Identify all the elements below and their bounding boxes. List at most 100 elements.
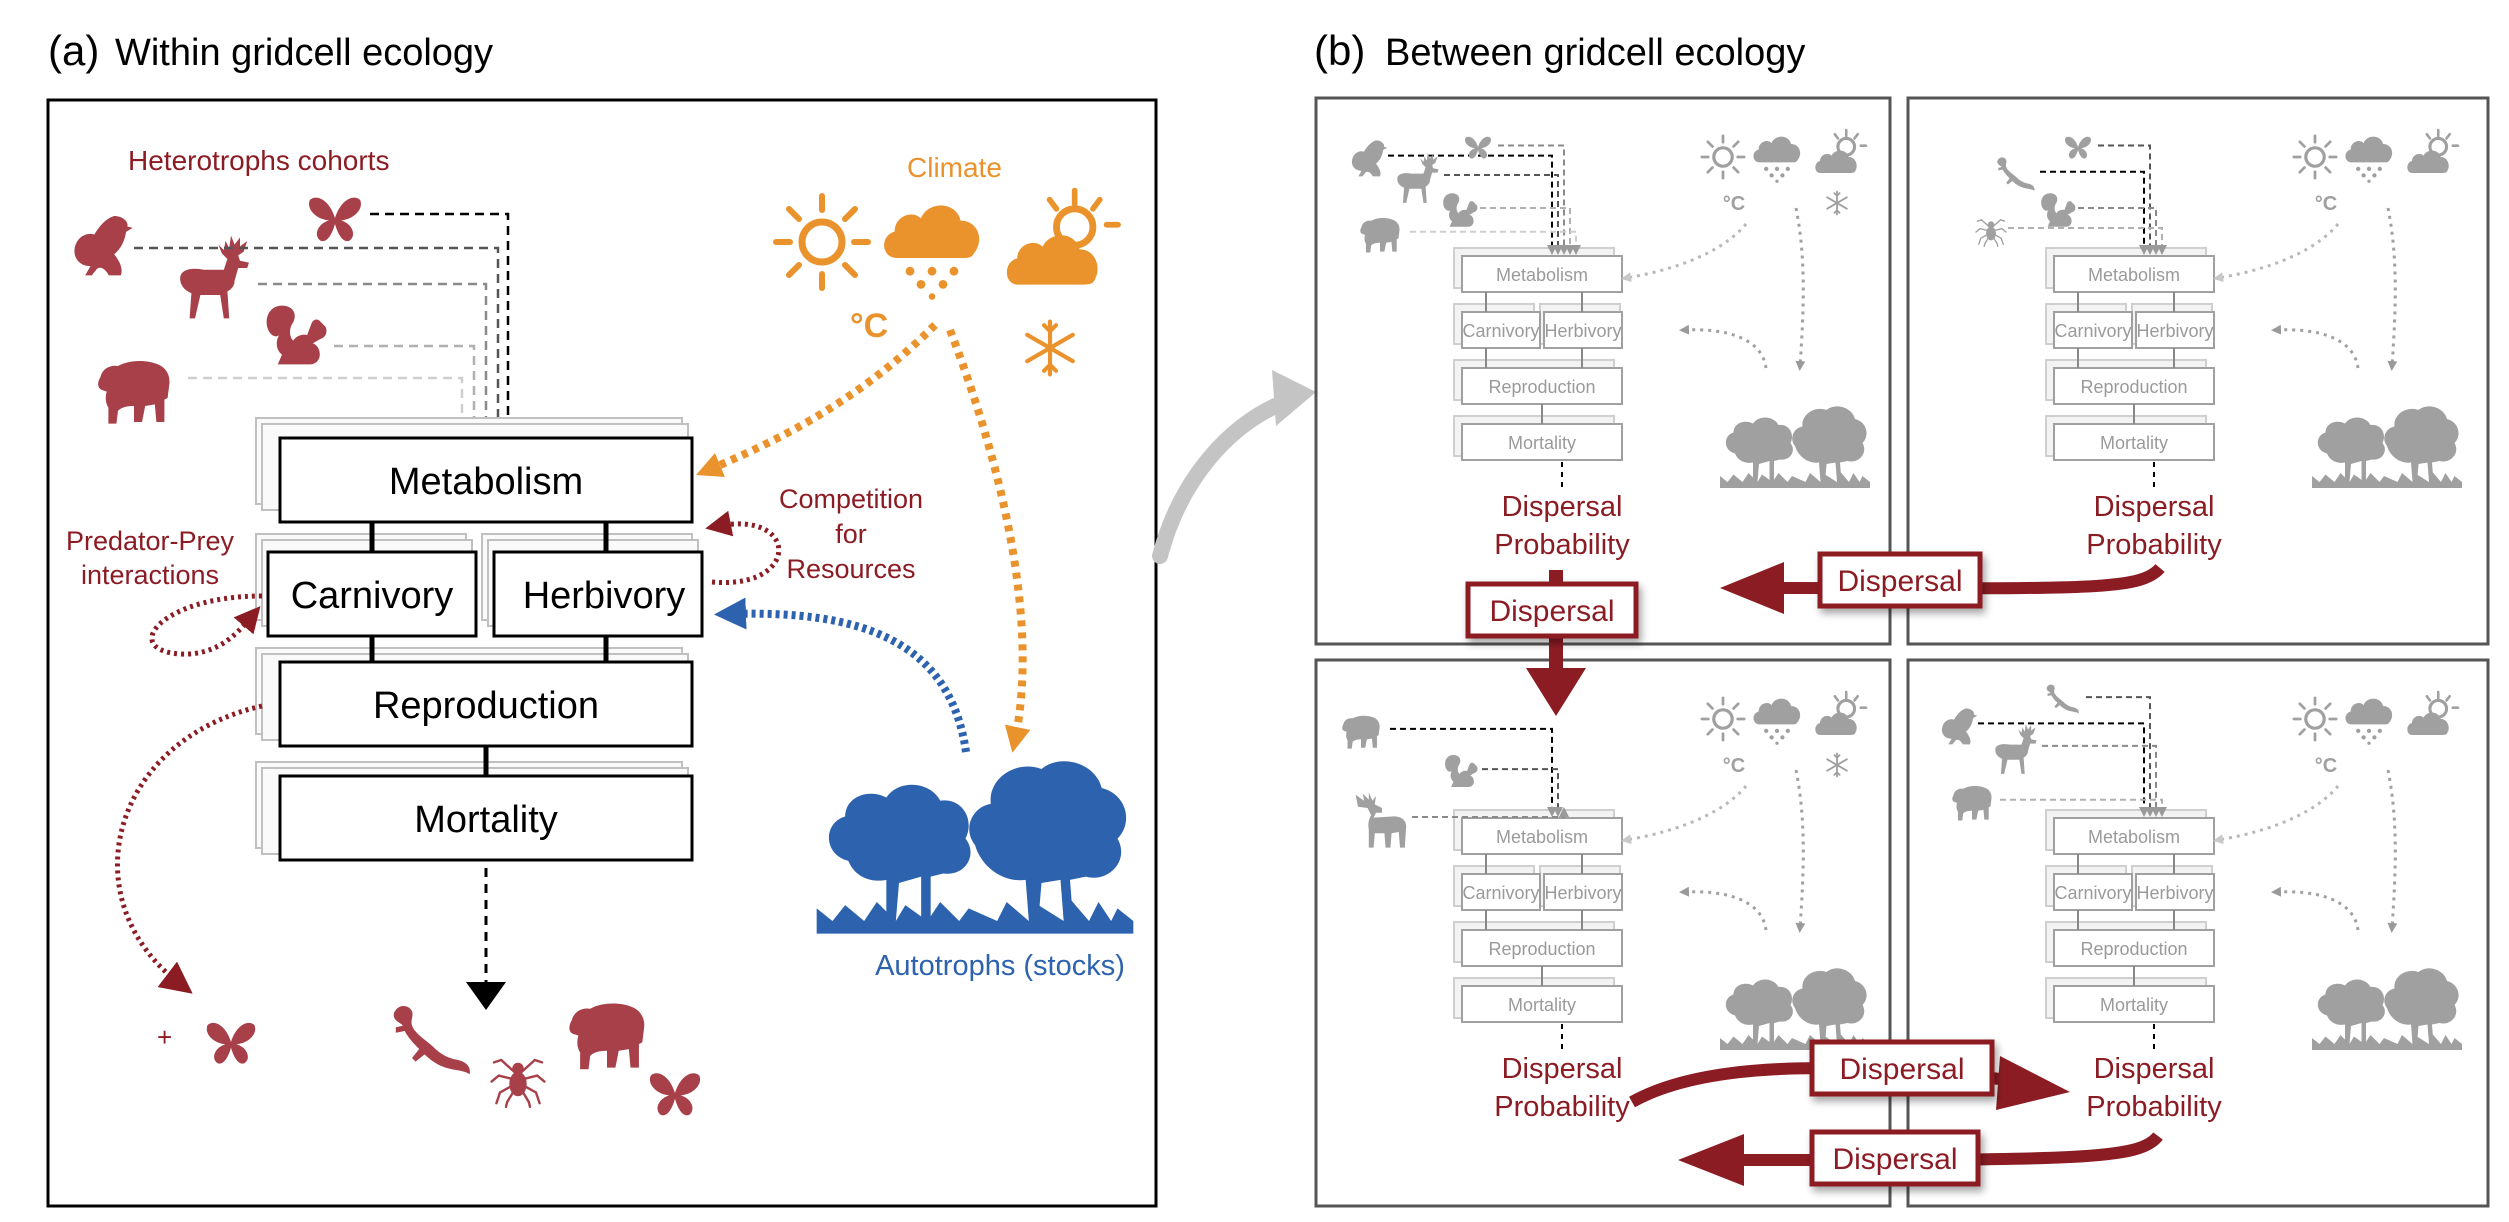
metabolism-box: Metabolism (1496, 265, 1588, 285)
celsius-label: °C (2315, 755, 2337, 777)
carnivory-box: Carnivory (1462, 321, 1539, 341)
deer-icon (1397, 153, 1439, 203)
lizard-icon (393, 1006, 470, 1075)
dispersal-probability-label-2: Probability (1494, 1091, 1630, 1123)
reproduction-box: Reproduction (1488, 939, 1595, 959)
sun-icon (776, 196, 868, 288)
gridcell-top-right (1906, 96, 2490, 646)
sun-icon (1700, 696, 1746, 742)
panel-a: (a) Within gridcell ecology Heterotrophs… (46, 27, 1158, 1208)
mortality-box: Mortality (414, 799, 558, 841)
reproduction-to-offspring-arrow (115, 703, 263, 994)
bear-icon (1952, 786, 1992, 821)
autotrophs-to-herbivory-arrow (714, 597, 970, 753)
reproduction-box: Reproduction (2080, 377, 2187, 397)
sun-icon (2292, 134, 2338, 180)
predator-prey-label-2: interactions (81, 560, 219, 590)
snowflake-icon (1027, 322, 1073, 375)
dispersal-label-box-2 (1465, 581, 1639, 639)
butterfly-icon (649, 1073, 701, 1116)
butterfly-icon (2065, 136, 2091, 159)
herbivory-box: Herbivory (1544, 883, 1621, 903)
rain-cloud-icon (2345, 698, 2393, 745)
panel-connector-arrowhead (1272, 370, 1316, 426)
deer-icon (1995, 724, 2037, 774)
heterotrophs-label: Heterotrophs cohorts (128, 145, 389, 176)
panel-b-letter: (b) (1314, 27, 1365, 74)
squirrel-icon (266, 305, 327, 365)
dispersal-probability-label-2: Probability (2086, 529, 2222, 561)
competition-label-2: for (835, 519, 867, 549)
bear-icon (1342, 715, 1380, 749)
gridcell-content-top-right (2008, 144, 2398, 488)
gridcell-content-bottom-right (1978, 696, 2398, 1050)
dispersal-arrowhead-bl-to-br (1996, 1056, 2070, 1110)
panel-b: (b) Between gridcell ecology (1314, 27, 2490, 1208)
gridcell-content-top-left (1388, 144, 1806, 488)
rain-cloud-icon (2345, 136, 2393, 183)
rain-cloud-icon (1753, 136, 1801, 183)
competition-label-3: Resources (786, 554, 915, 584)
squirrel-icon (2041, 193, 2076, 227)
bear-icon (1360, 218, 1400, 253)
dispersal-probability-label-1: Dispersal (2094, 1053, 2215, 1085)
sun-cloud-icon (2405, 690, 2460, 737)
tree-icon (1720, 968, 1870, 1050)
tree-icon (2312, 968, 2462, 1050)
carnivory-box: Carnivory (2054, 883, 2131, 903)
herbivory-box: Herbivory (523, 575, 686, 617)
dispersal-arrowhead-tr-to-tl (1720, 562, 1784, 614)
dispersal-arrowhead-br-to-bl (1678, 1134, 1744, 1186)
dispersal-arrowhead-tl-to-bl (1526, 668, 1586, 716)
dispersal-probability-label-1: Dispersal (2094, 491, 2215, 523)
butterfly-icon (309, 197, 361, 242)
climate-label: Climate (907, 152, 1002, 183)
reproduction-box: Reproduction (1488, 377, 1595, 397)
tree-icon (2312, 406, 2462, 488)
dispersal-label-1: Dispersal (1837, 565, 1962, 598)
sun-cloud-icon (1007, 191, 1118, 284)
bear-icon (569, 1003, 645, 1070)
carnivory-box: Carnivory (291, 575, 454, 617)
climate-to-metabolism-arrow (696, 322, 938, 477)
panel-a-letter: (a) (48, 27, 99, 74)
celsius-label: °C (1723, 193, 1745, 215)
lizard-icon (1997, 157, 2035, 191)
carnivory-box: Carnivory (1462, 883, 1539, 903)
dispersal-label-box-4 (1809, 1129, 1981, 1187)
snowflake-icon (1826, 190, 1848, 216)
dispersal-label-box-1 (1817, 551, 1983, 609)
gridcell-content-bottom-left (1390, 727, 1806, 1050)
snowflake-icon (1826, 752, 1848, 778)
panel-b-title: Between gridcell ecology (1385, 32, 1805, 74)
eagle-icon (74, 215, 133, 276)
mortality-box: Mortality (1508, 433, 1576, 453)
squirrel-icon (1445, 755, 1478, 787)
climate-to-autotrophs-arrow (946, 328, 1031, 753)
plus-sign: + (157, 1022, 172, 1052)
gridcell-bottom-right (1906, 658, 2490, 1208)
metabolism-box: Metabolism (2088, 827, 2180, 847)
moose-icon (1355, 792, 1407, 848)
mortality-box: Mortality (1508, 995, 1576, 1015)
panel-a-title: Within gridcell ecology (115, 32, 493, 74)
sun-cloud-icon (1813, 690, 1868, 737)
sun-icon (2292, 696, 2338, 742)
predator-prey-loop-arrow (149, 593, 263, 657)
reproduction-box: Reproduction (373, 685, 599, 727)
rain-cloud-icon (884, 205, 980, 300)
squirrel-icon (1443, 193, 1478, 227)
autotrophs-label: Autotrophs (stocks) (875, 950, 1125, 982)
metabolism-box: Metabolism (2088, 265, 2180, 285)
tree-icon (1720, 406, 1870, 488)
metabolism-box: Metabolism (389, 461, 583, 503)
gridcell-bottom-left (1314, 658, 1892, 1208)
dispersal-label-4: Dispersal (1832, 1143, 1957, 1176)
dispersal-probability-label-2: Probability (2086, 1091, 2222, 1123)
dispersal-label-2: Dispersal (1489, 595, 1614, 628)
mortality-box: Mortality (2100, 433, 2168, 453)
competition-label-1: Competition (779, 484, 923, 514)
eagle-icon (1941, 708, 1978, 745)
mortality-arrowhead (466, 982, 506, 1010)
celsius-label: °C (2315, 193, 2337, 215)
